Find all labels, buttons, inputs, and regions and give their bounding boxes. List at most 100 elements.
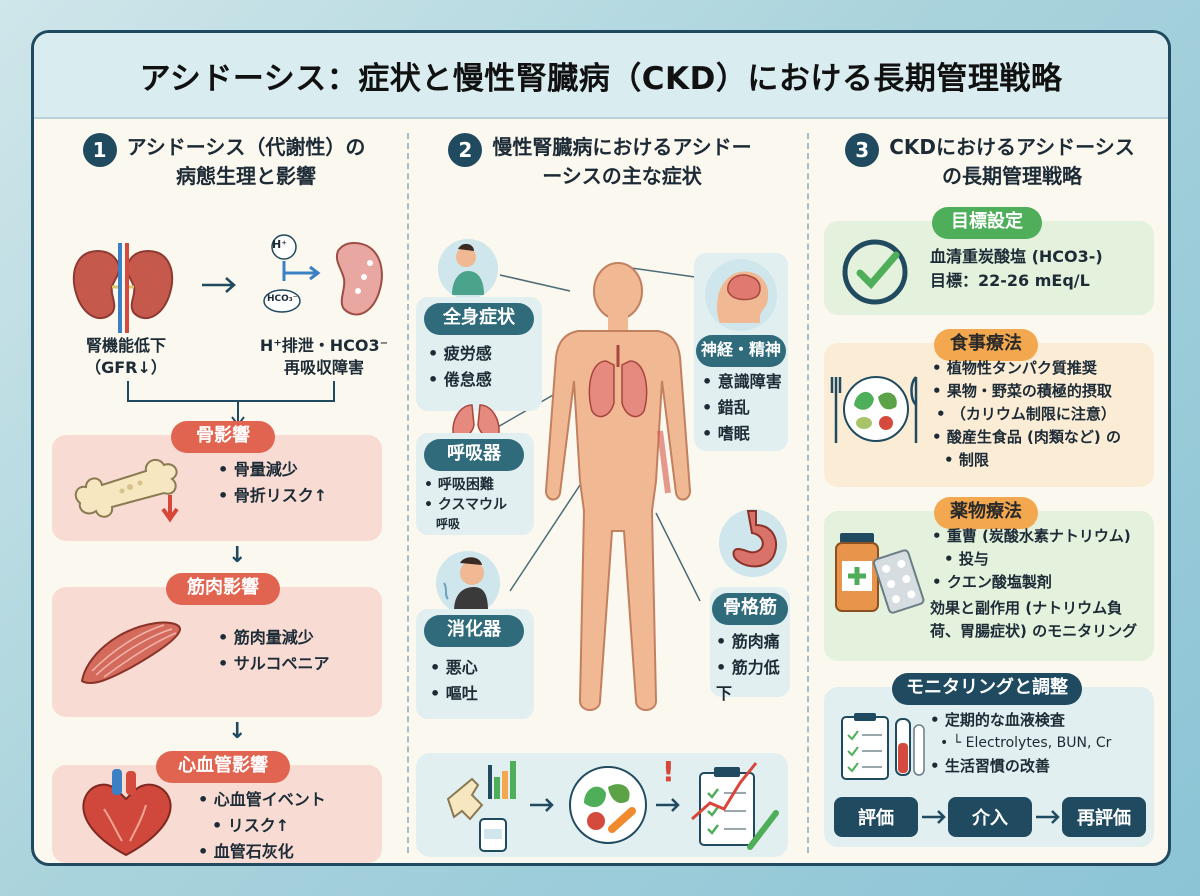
respiratory-title: 呼吸器 bbox=[424, 439, 524, 471]
list-item-sub: 制限 bbox=[932, 449, 1121, 472]
list-item: 呼吸困難 bbox=[424, 475, 507, 495]
list-item-sub: 投与 bbox=[932, 548, 1131, 571]
list-item-sub: （カリウム制限に注意） bbox=[932, 403, 1121, 426]
list-item: クエン酸塩製剤 bbox=[932, 571, 1131, 594]
diet-title: 食事療法 bbox=[934, 329, 1038, 361]
checklist-chart-icon bbox=[691, 762, 779, 850]
list-item: 筋力低下 bbox=[716, 655, 790, 707]
general-symptoms-list: 疲労感 倦怠感 bbox=[428, 341, 492, 393]
flow-step-intervene: 介入 bbox=[948, 797, 1032, 837]
cardio-effect-list: 心血管イベント リスク↑ 血管石灰化 bbox=[198, 787, 326, 863]
title-bar: アシドーシス：症状と慢性腎臓病（CKD）における長期管理戦略 bbox=[34, 33, 1168, 119]
list-item: 果物・野菜の積極的摂取 bbox=[932, 380, 1121, 403]
bone-icon bbox=[74, 458, 179, 523]
human-body-figure bbox=[544, 262, 692, 711]
medicine-bottle-icon bbox=[835, 533, 925, 614]
list-item: 筋肉量減少 bbox=[218, 625, 329, 651]
monitor-title: モニタリングと調整 bbox=[892, 673, 1082, 705]
bone-medicine-icon bbox=[446, 761, 516, 852]
section-title: アシドーシス（代謝性）の病態生理と影響 bbox=[126, 135, 366, 188]
digestive-list: 悪心 嘔吐 bbox=[430, 655, 478, 707]
diet-list: 植物性タンパク質推奨 果物・野菜の積極的摂取 （カリウム制限に注意） 酸産生食品… bbox=[932, 357, 1121, 472]
section-2-header: 2 慢性腎臓病におけるアシドーーシスの主な症状 bbox=[410, 133, 790, 191]
h-ion-label: H⁺ bbox=[272, 238, 288, 251]
flow-step-reassess: 再評価 bbox=[1062, 797, 1146, 837]
general-symptoms-box: 全身症状 疲労感 倦怠感 bbox=[416, 297, 542, 411]
diet-plate-icon bbox=[830, 376, 918, 443]
list-item: 血管石灰化 bbox=[198, 839, 326, 863]
list-item: 意識障害 bbox=[702, 369, 782, 395]
list-item: リスク↑ bbox=[198, 813, 326, 839]
neuro-title: 神経・精神 bbox=[696, 335, 786, 367]
flow-step-assess: 評価 bbox=[834, 797, 918, 837]
monitor-list: 定期的な血液検査 └ Electrolytes, BUN, Cr 生活習慣の改善 bbox=[930, 709, 1112, 778]
respiratory-extra: 呼吸 bbox=[436, 517, 461, 531]
section-pathophysiology: 1 アシドーシス（代謝性）の病態生理と影響 腎機能低下（GFR↓） bbox=[48, 125, 400, 863]
list-item: 錯乱 bbox=[702, 395, 782, 421]
bone-effect-title: 骨影響 bbox=[171, 421, 275, 453]
brain-head-icon bbox=[705, 259, 777, 331]
general-symptoms-title: 全身症状 bbox=[424, 303, 534, 335]
drug-note: 効果と副作用 (ナトリウム負 荷、胃腸症状) のモニタリング bbox=[930, 599, 1138, 640]
muscle-effect-title: 筋肉影響 bbox=[166, 573, 280, 605]
list-item: 嘔吐 bbox=[430, 681, 478, 707]
bone-effect-list: 骨量減少 骨折リスク↑ bbox=[218, 457, 327, 509]
stomach-icon bbox=[719, 509, 787, 577]
arrow-right-icon bbox=[1036, 810, 1060, 824]
digestive-box: 消化器 悪心 嘔吐 bbox=[416, 609, 534, 719]
skeletal-list: 筋肉痛 筋力低下 bbox=[716, 629, 790, 707]
goal-text: 血清重炭酸塩 (HCO3-) 目標：22-26 mEq/L bbox=[930, 247, 1103, 290]
list-item: 疲労感 bbox=[428, 341, 492, 367]
section-number: 1 bbox=[82, 133, 117, 167]
drug-title: 薬物療法 bbox=[934, 497, 1038, 529]
list-item: 骨折リスク↑ bbox=[218, 483, 327, 509]
digestive-title: 消化器 bbox=[424, 615, 524, 647]
neuro-box: 神経・精神 意識障害 錯乱 嗜眠 bbox=[694, 253, 788, 451]
goal-title: 目標設定 bbox=[932, 207, 1042, 239]
drug-list: 重曹 (炭酸水素ナトリウム) 投与 クエン酸塩製剤 bbox=[932, 525, 1131, 594]
fatigue-person-icon bbox=[438, 239, 498, 299]
healthy-food-icon bbox=[569, 766, 647, 844]
connector-lines bbox=[127, 381, 335, 427]
list-item: 骨量減少 bbox=[218, 457, 327, 483]
skeletal-box: 骨格筋 筋肉痛 筋力低下 bbox=[710, 587, 790, 703]
muscle-effect-list: 筋肉量減少 サルコペニア bbox=[218, 625, 330, 677]
arrow-down-icon: ↓ bbox=[228, 719, 247, 744]
respiratory-list: 呼吸困難 クスマウル bbox=[424, 475, 507, 515]
ion-exchange-icon bbox=[263, 234, 383, 316]
skeletal-title: 骨格筋 bbox=[712, 593, 788, 625]
respiratory-box: 呼吸器 呼吸困難 クスマウル 呼吸 bbox=[416, 433, 534, 535]
arrow-right-icon bbox=[922, 810, 946, 824]
list-item-sub: └ Electrolytes, BUN, Cr bbox=[930, 732, 1112, 755]
list-item: 心血管イベント bbox=[198, 787, 326, 813]
arrow-down-icon: ↓ bbox=[228, 543, 247, 568]
kidney-icon bbox=[72, 243, 174, 333]
arrow-right-icon bbox=[656, 798, 680, 812]
section-symptoms: 2 慢性腎臓病におけるアシドーーシスの主な症状 bbox=[410, 125, 790, 863]
list-item: 嗜眠 bbox=[702, 421, 782, 447]
list-item: 酸産生食品 (肉類など) の bbox=[932, 426, 1121, 449]
section-number: 3 bbox=[845, 133, 880, 167]
page-title: アシドーシス：症状と慢性腎臓病（CKD）における長期管理戦略 bbox=[139, 60, 1063, 97]
list-item: 植物性タンパク質推奨 bbox=[932, 357, 1121, 380]
muscle-icon bbox=[80, 621, 182, 685]
hco3-ion-label: HCO₃⁻ bbox=[267, 294, 298, 304]
list-item: 悪心 bbox=[430, 655, 478, 681]
arrow-right-icon bbox=[202, 277, 236, 293]
nausea-person-icon bbox=[436, 551, 500, 615]
list-item: 重曹 (炭酸水素ナトリウム) bbox=[932, 525, 1131, 548]
column-divider-2 bbox=[807, 133, 809, 853]
list-item: 生活習慣の改善 bbox=[930, 755, 1111, 778]
heart-icon bbox=[82, 769, 172, 857]
neuro-list: 意識障害 錯乱 嗜眠 bbox=[702, 369, 782, 447]
column-divider-1 bbox=[407, 133, 409, 853]
section-title: 慢性腎臓病におけるアシドーーシスの主な症状 bbox=[492, 135, 752, 188]
cardio-effect-title: 心血管影響 bbox=[156, 751, 290, 783]
list-item: サルコペニア bbox=[218, 651, 330, 677]
alert-icon: ! bbox=[662, 755, 675, 788]
list-item: 筋肉痛 bbox=[716, 629, 790, 655]
section-number: 2 bbox=[448, 133, 483, 167]
list-item: 倦怠感 bbox=[428, 367, 492, 393]
section-1-header: 1 アシドーシス（代謝性）の病態生理と影響 bbox=[48, 133, 400, 191]
section-3-header: 3 CKDにおけるアシドーシスの長期管理戦略 bbox=[820, 133, 1160, 191]
